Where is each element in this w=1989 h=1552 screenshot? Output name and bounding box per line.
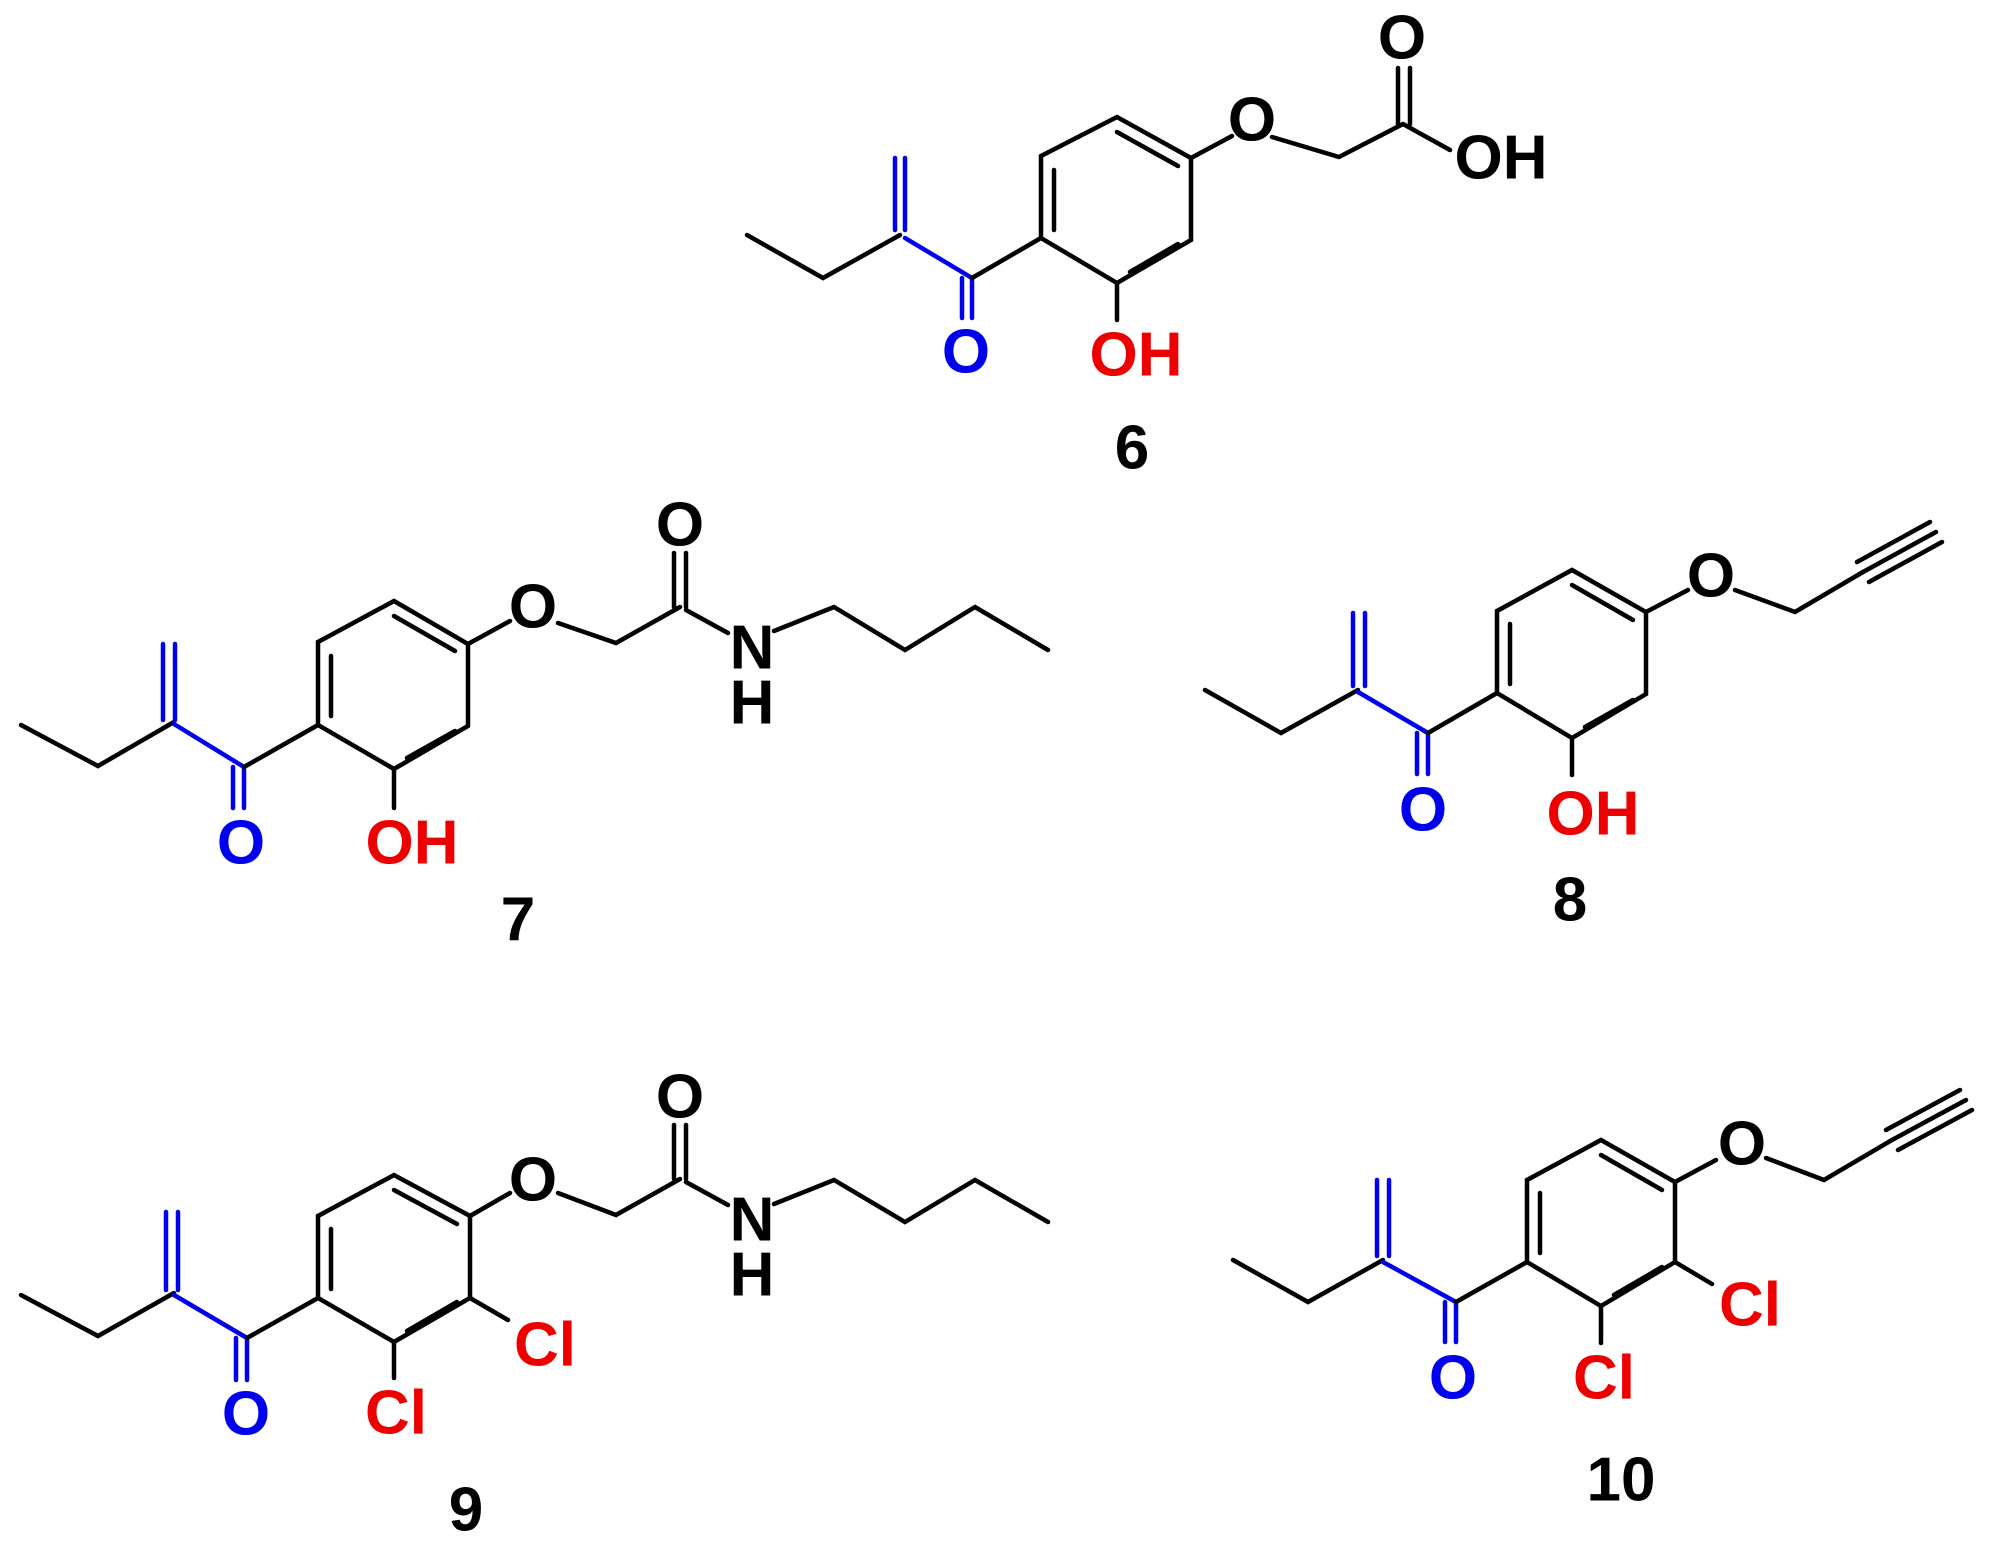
ether-oxygen-label: O [1228, 86, 1276, 155]
ether-oxygen-label: O [509, 573, 557, 642]
compound-6: O OH O O OH 6 [744, 4, 1548, 483]
ketone-oxygen-label: O [1399, 776, 1447, 845]
acid-carbonyl-oxygen-label: O [1378, 4, 1426, 73]
chlorine-meta-label: Cl [514, 1311, 576, 1380]
chlorine-ortho-label: Cl [365, 1379, 427, 1448]
acid-oh-label: OH [1455, 124, 1548, 193]
ketone-oxygen-label: O [217, 809, 265, 878]
ether-oxygen-label: O [1718, 1110, 1766, 1179]
amide-oxygen-label: O [656, 491, 704, 560]
ketone-oxygen-label: O [222, 1380, 270, 1449]
ether-oxygen-label: O [509, 1146, 557, 1215]
compound-10-bonds [1230, 1087, 1975, 1346]
chlorine-meta-label: Cl [1719, 1271, 1781, 1340]
compound-number: 9 [449, 1476, 483, 1545]
compound-8-bonds [1202, 519, 1945, 778]
ether-oxygen-label: O [1687, 542, 1735, 611]
compound-number: 6 [1115, 414, 1149, 483]
compound-10: O Cl Cl O 10 [1230, 1087, 1975, 1515]
compound-7-bonds [18, 550, 1051, 811]
compound-6-bonds [744, 65, 1453, 323]
ketone-oxygen-label: O [942, 318, 990, 387]
compound-9-bonds [18, 1122, 1051, 1383]
amide-hydrogen-label: H [730, 669, 775, 738]
chlorine-ortho-label: Cl [1573, 1344, 1635, 1413]
compound-8: O OH O 8 [1202, 519, 1945, 935]
compound-9: O Cl Cl O O N H 9 [18, 1063, 1051, 1545]
compound-number: 7 [501, 886, 535, 955]
phenol-oh-label: OH [1547, 780, 1640, 849]
amide-hydrogen-label: H [730, 1241, 775, 1310]
amide-nitrogen-label: N [730, 1186, 775, 1255]
phenol-oh-label: OH [366, 809, 459, 878]
compound-number: 8 [1553, 866, 1587, 935]
compound-7: O OH O O N H 7 [18, 491, 1051, 955]
compound-number: 10 [1587, 1446, 1656, 1515]
phenol-oh-label: OH [1090, 321, 1183, 390]
ketone-oxygen-label: O [1429, 1344, 1477, 1413]
amide-nitrogen-label: N [730, 614, 775, 683]
amide-oxygen-label: O [656, 1063, 704, 1132]
